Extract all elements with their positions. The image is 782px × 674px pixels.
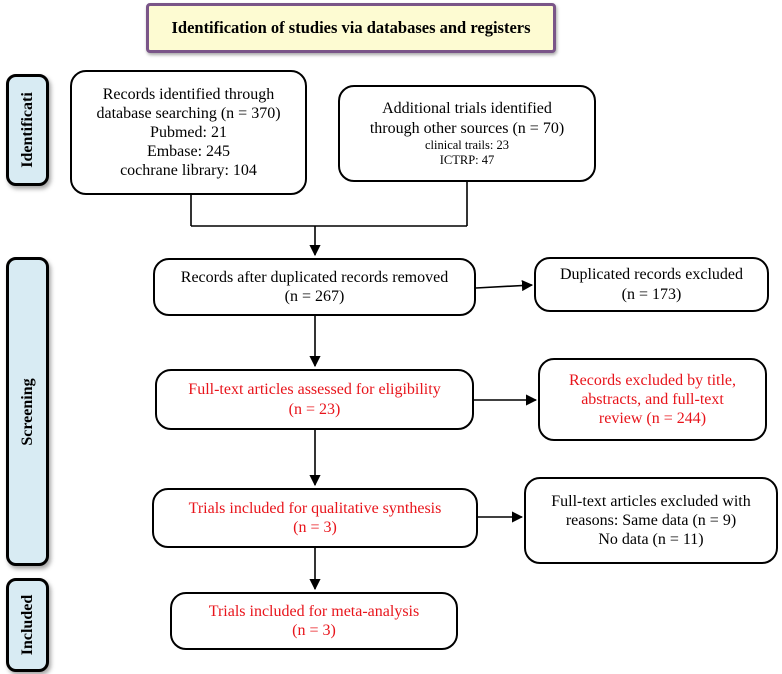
additional-trials-box: Additional trials identified through oth…: [338, 85, 596, 182]
duplicates-excluded-line-2: (n = 173): [621, 285, 682, 303]
qualitative-synthesis-box: Trials included for qualitative synthesi…: [152, 488, 478, 548]
records-excluded-line-1: Records excluded by title,: [568, 371, 737, 389]
identification-phase-label: Identificati: [6, 74, 49, 186]
after-duplicates-line-1: Records after duplicated records removed: [180, 268, 449, 286]
meta-analysis-line-1: Trials included for meta-analysis: [208, 602, 420, 620]
records-identified-line-2: database searching (n = 370): [96, 104, 281, 122]
qualitative-synthesis-line-2: (n = 3): [293, 519, 337, 536]
fulltext-excluded-line-1: Full-text articles excluded with: [551, 492, 751, 510]
included-phase-label: Included: [6, 578, 49, 672]
records-excluded-box: Records excluded by title, abstracts, an…: [538, 358, 767, 441]
after-duplicates-line-2: (n = 267): [284, 288, 345, 305]
fulltext-assessed-box: Full-text articles assessed for eligibil…: [155, 369, 474, 430]
additional-trials-line-2: through other sources (n = 70): [369, 119, 565, 137]
additional-trials-line-1: Additional trials identified: [382, 100, 552, 118]
fulltext-excluded-line-3: No data (n = 11): [598, 531, 704, 549]
after-duplicates-box: Records after duplicated records removed…: [153, 258, 476, 316]
duplicates-excluded-box: Duplicated records excluded (n = 173): [534, 257, 769, 312]
records-identified-line-3: Pubmed: 21: [150, 123, 227, 141]
records-identified-box: Records identified through database sear…: [70, 70, 307, 195]
records-excluded-line-2: abstracts, and full-text: [581, 390, 724, 408]
records-excluded-line-3: review (n = 244): [598, 410, 707, 428]
diagram-title: Identification of studies via databases …: [146, 3, 556, 53]
additional-trials-line-4: ICTRP: 47: [439, 152, 495, 167]
screening-phase-label: Screening: [6, 257, 49, 566]
meta-analysis-line-2: (n = 3): [292, 622, 336, 639]
records-identified-line-4: Embase: 245: [146, 143, 231, 161]
arrow-to-duplicates-excluded: [475, 279, 534, 292]
fulltext-excluded-box: Full-text articles excluded with reasons…: [524, 477, 778, 564]
meta-analysis-box: Trials included for meta-analysis (n = 3…: [170, 592, 458, 650]
records-identified-line-1: Records identified through: [102, 85, 275, 103]
fulltext-assessed-line-1: Full-text articles assessed for eligibil…: [188, 381, 441, 399]
qualitative-synthesis-line-1: Trials included for qualitative synthesi…: [188, 499, 442, 517]
fulltext-excluded-line-2: reasons: Same data (n = 9): [565, 511, 737, 529]
records-identified-line-5: cochrane library: 104: [120, 162, 257, 180]
duplicates-excluded-line-1: Duplicated records excluded: [559, 266, 744, 284]
fulltext-assessed-line-2: (n = 23): [288, 400, 341, 418]
additional-trials-line-3: clinical trails: 23: [424, 137, 509, 152]
